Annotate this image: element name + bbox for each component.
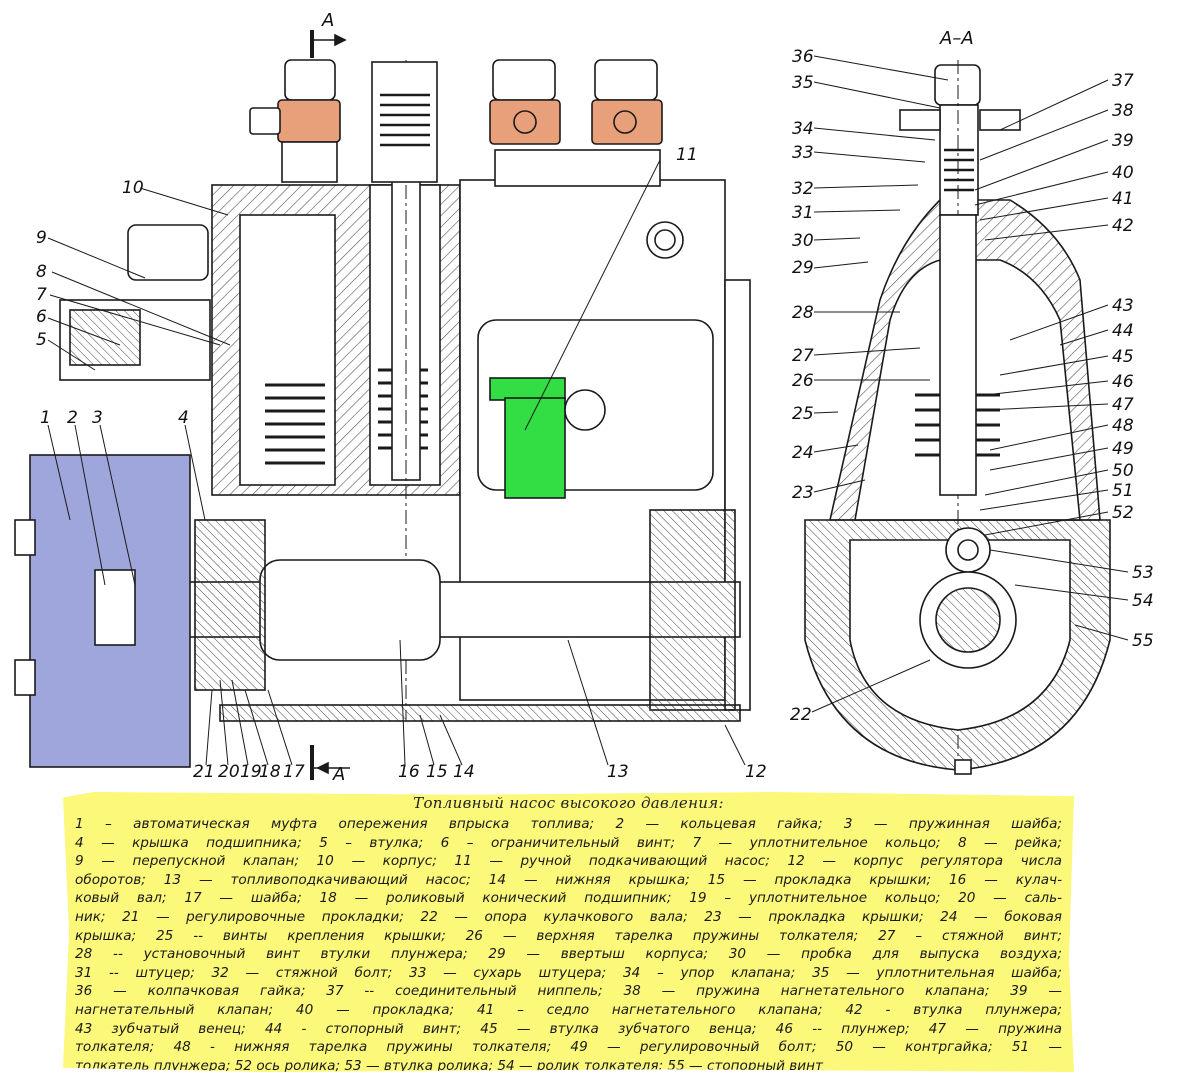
callout-16: 16 [398,762,420,782]
legend-box: Топливный насос высокого давления: 1 – а… [63,792,1074,1072]
callout-2: 2 [67,408,78,428]
callout-35: 35 [792,73,814,93]
callout-10: 10 [122,178,144,198]
callout-20: 20 [218,762,240,782]
legend-line: оборотов; 13 — топливоподкачивающий насо… [75,871,1062,888]
callout-18: 18 [259,762,281,782]
callout-11: 11 [676,145,698,165]
legend-line: толкатель плунжера; 52 ось ролика; 53 — … [75,1057,823,1074]
callout-49: 49 [1112,439,1134,459]
legend-line: 43 зубчатый венец; 44 - стопорный винт; … [75,1020,1062,1037]
callout-5: 5 [36,330,47,350]
callout-12: 12 [745,762,767,782]
legend-line: 1 – автоматическая муфта опережения впры… [75,816,1062,832]
legend-line: нагнетательный клапан; 40 — прокладка; 4… [75,1001,1062,1018]
callout-26: 26 [792,371,814,391]
legend-line: крышка; 25 -- винты крепления крышки; 26… [75,927,1062,944]
legend-line: ковый вал; 17 — шайба; 18 — роликовый ко… [75,890,1062,907]
callout-19: 19 [240,762,262,782]
pump-drawing: A A А–А [14,10,1154,785]
callout-51: 51 [1112,481,1134,501]
callout-37: 37 [1112,71,1134,91]
callout-31: 31 [792,203,814,223]
legend-line: 9 — перепускной клапан; 10 — корпус; 11 … [75,853,1062,870]
legend-line: 36 — колпачковая гайка; 37 -- соединител… [75,983,1062,1000]
legend-line: 31 -- штуцер; 32 — стяжной болт; 33 — су… [75,964,1062,981]
callout-40: 40 [1112,163,1134,183]
legend-line: толкателя; 48 - нижняя тарелка пружины т… [75,1039,1062,1056]
callout-53: 53 [1132,563,1154,583]
callout-42: 42 [1112,216,1134,236]
callout-25: 25 [792,404,814,424]
callout-50: 50 [1112,461,1134,481]
callout-41: 41 [1112,189,1134,209]
callout-1: 1 [40,408,51,428]
legend-title: Топливный насос высокого давления: [413,794,724,812]
callout-45: 45 [1112,347,1134,367]
callout-32: 32 [792,179,814,199]
callout-8: 8 [36,262,47,282]
callout-23: 23 [792,483,814,503]
bottom-cover-14 [219,704,741,722]
callout-21: 21 [193,762,215,782]
callout-29: 29 [792,258,814,278]
callout-28: 28 [792,303,814,323]
callout-39: 39 [1112,131,1134,151]
cross-section-view [804,60,1111,775]
longitudinal-view [14,30,751,780]
copper-nut-mid-1 [489,99,561,145]
callout-52: 52 [1112,503,1134,523]
callout-22: 22 [790,705,812,725]
callout-9: 9 [36,228,47,248]
section-mark-a-bottom: A [332,764,345,785]
callout-17: 17 [283,762,305,782]
callout-30: 30 [792,231,814,251]
legend-line: 28 -- установочный винт втулки плунжера;… [75,946,1062,963]
section-title: А–А [939,28,974,49]
callout-14: 14 [453,762,475,782]
callout-15: 15 [426,762,448,782]
callout-44: 44 [1112,321,1134,341]
spring-left [265,383,325,465]
leader-lines [47,55,1129,766]
callout-46: 46 [1112,372,1134,392]
callout-54: 54 [1132,591,1154,611]
callout-24: 24 [792,443,814,463]
legend-line: 4 — крышка подшипника; 5 – втулка; 6 – о… [75,834,1062,851]
callout-34: 34 [792,119,814,139]
callout-13: 13 [607,762,629,782]
callout-numbers: 1 2 3 4 5 6 7 8 9 10 11 12 13 14 15 16 1… [36,47,1154,782]
callout-6: 6 [36,307,47,327]
callout-47: 47 [1112,395,1134,415]
callout-55: 55 [1132,631,1154,651]
copper-nut-mid-2 [591,99,663,145]
callout-3: 3 [92,408,103,428]
legend-body: 1 – автоматическая муфта опережения впры… [75,815,1062,1074]
callout-43: 43 [1112,296,1134,316]
section-mark-a-top: A [321,10,334,31]
callout-4: 4 [178,408,189,428]
callout-38: 38 [1112,101,1134,121]
callout-27: 27 [792,346,814,366]
callout-33: 33 [792,143,814,163]
legend-line: ник; 21 — регулировочные прокладки; 22 —… [75,908,1062,925]
callout-48: 48 [1112,416,1134,436]
hand-pump-11 [489,377,566,499]
callout-7: 7 [36,285,47,305]
callout-36: 36 [792,47,814,67]
copper-nut-left [277,99,341,143]
